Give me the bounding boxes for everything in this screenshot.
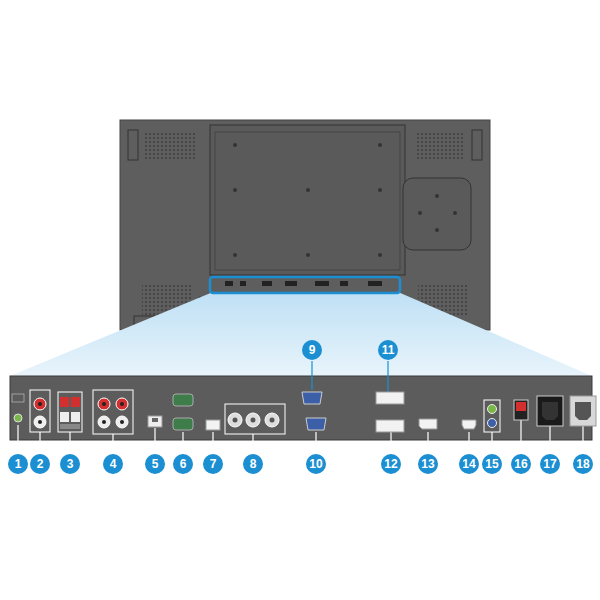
port-caption-mark (12, 394, 24, 402)
zoom-highlight (210, 277, 400, 293)
jack-group (484, 400, 500, 432)
callout-number: 16 (511, 454, 531, 474)
callout-number: 4 (103, 454, 123, 474)
callout-number: 8 (243, 454, 263, 474)
callout-number: 3 (60, 454, 80, 474)
ac-socket (537, 396, 563, 426)
dvi-port (376, 420, 404, 432)
zoom-beam (10, 292, 592, 376)
callout-number: 5 (145, 454, 165, 474)
mount-plate-inner (215, 132, 400, 270)
handle (472, 130, 482, 160)
callout-number: 18 (573, 454, 593, 474)
callout-number: 9 (302, 340, 322, 360)
callout-number: 13 (418, 454, 438, 474)
callout-number: 11 (378, 340, 398, 360)
callout-number: 15 (482, 454, 502, 474)
serial-port (173, 394, 193, 406)
speaker-terminals (58, 392, 82, 432)
power-switch (514, 400, 528, 420)
port-strip-ports (225, 281, 382, 286)
callout-number: 2 (30, 454, 50, 474)
rca-group (93, 390, 133, 434)
speaker-grille (145, 132, 195, 160)
callout-number: 14 (459, 454, 479, 474)
callout-number: 1 (8, 454, 28, 474)
handle (128, 130, 138, 160)
hdmi-port (462, 420, 476, 429)
callout-number: 7 (203, 454, 223, 474)
rca-box (30, 390, 50, 432)
serial-port (173, 418, 193, 430)
lan-port (148, 416, 162, 427)
leader-lines-top (312, 361, 388, 392)
ac-socket (570, 396, 596, 426)
zoom-panel (10, 376, 592, 440)
callout-number: 12 (381, 454, 401, 474)
dvi-port (376, 392, 404, 404)
bnc-group (225, 404, 285, 434)
callout-number: 10 (306, 454, 326, 474)
callout-number: 17 (540, 454, 560, 474)
speaker-grille (415, 132, 465, 160)
usb-port (206, 420, 220, 430)
vga-port (306, 418, 326, 430)
cover-plate (403, 178, 471, 250)
audio-jack (14, 414, 22, 422)
displayport (419, 419, 437, 429)
vga-port (302, 392, 322, 404)
mount-plate (210, 125, 405, 275)
callout-number: 6 (173, 454, 193, 474)
